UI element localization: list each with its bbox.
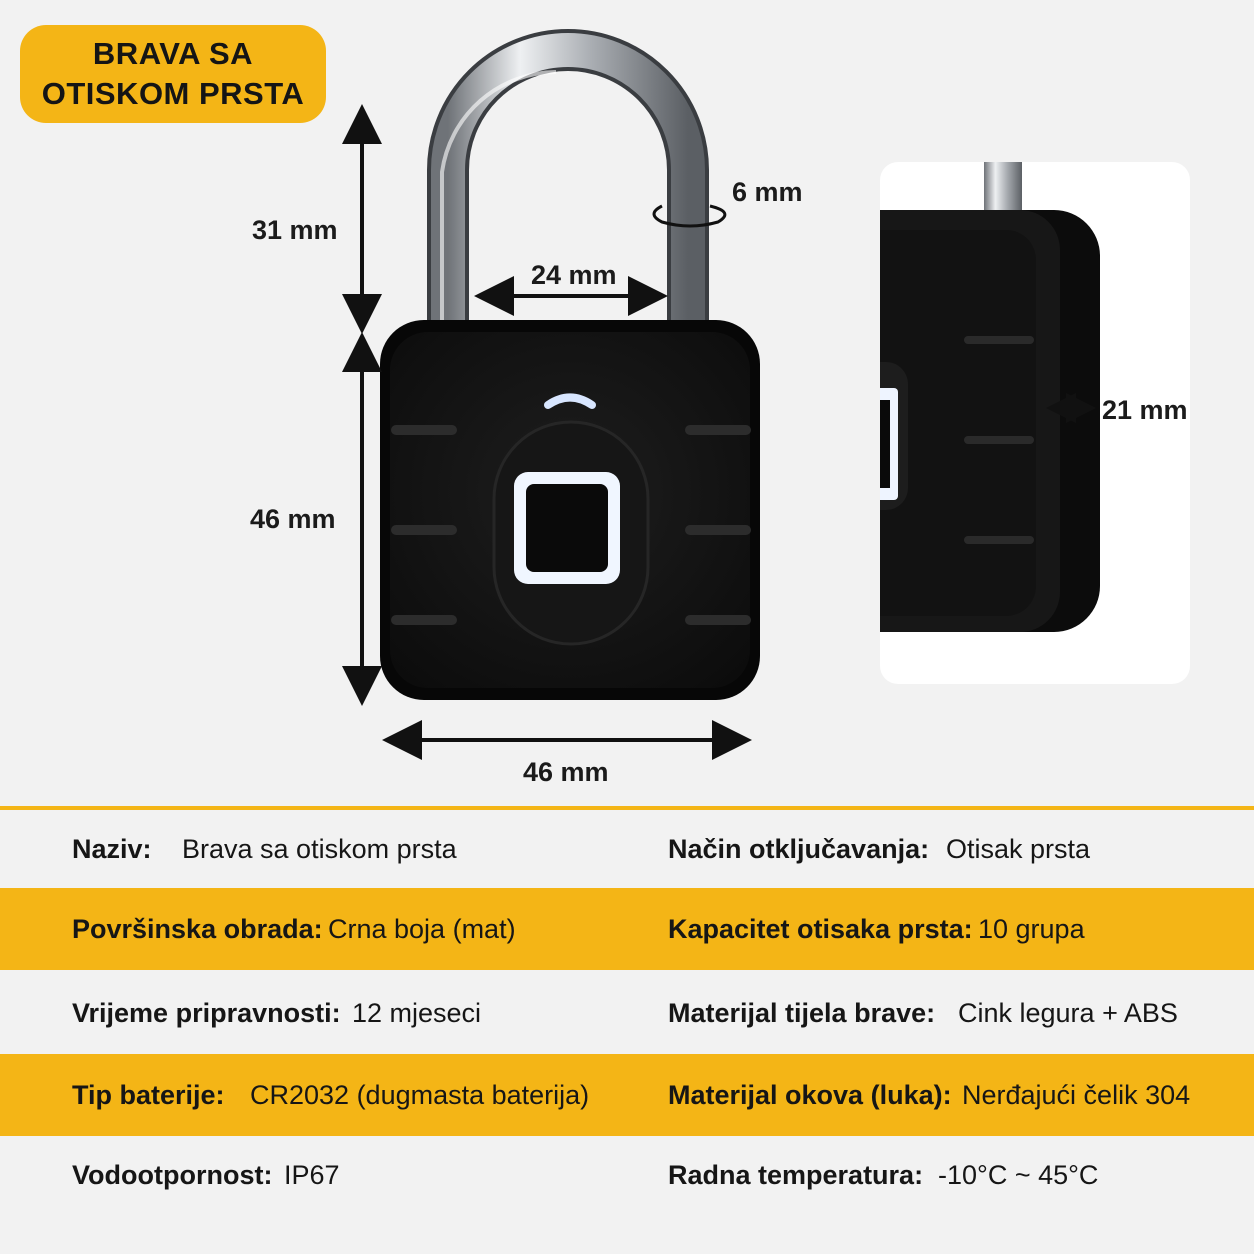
spec-value: -10°C ~ 45°C [938, 1159, 1099, 1190]
spec-value: CR2032 (dugmasta baterija) [250, 1079, 590, 1110]
spec-value: 10 grupa [978, 913, 1085, 944]
title-badge: BRAVA SA OTISKOM PRSTA [20, 25, 326, 123]
shackle-height-label: 31 mm [252, 215, 338, 245]
lock-body [380, 320, 760, 700]
spec-row: Vrijeme pripravnosti: 12 mjeseci Materij… [0, 972, 1254, 1054]
padlock-side-view [880, 162, 1100, 632]
spec-divider [0, 806, 1254, 810]
spec-label: Naziv: [72, 833, 152, 864]
body-height-label: 46 mm [250, 504, 336, 534]
spec-label: Vrijeme pripravnosti: [72, 997, 341, 1028]
spec-value: 12 mjeseci [352, 997, 482, 1028]
title-line-2: OTISKOM PRSTA [41, 76, 305, 111]
side-view-card [880, 162, 1190, 684]
body-grooves [391, 425, 751, 625]
shackle-diameter-label: 6 mm [732, 177, 803, 207]
spec-value: Cink legura + ABS [958, 997, 1178, 1028]
spec-row: Tip baterije: CR2032 (dugmasta baterija)… [0, 1054, 1254, 1136]
spec-label: Površinska obrada: [72, 913, 323, 944]
body-width-label: 46 mm [523, 757, 609, 787]
body-thickness-label: 21 mm [1102, 395, 1188, 425]
padlock-illustration [342, 29, 760, 760]
shackle-width-label: 24 mm [531, 260, 617, 290]
shackle [427, 29, 709, 340]
spec-value: Brava sa otiskom prsta [182, 833, 457, 864]
led-indicator [544, 393, 596, 409]
spec-label: Materijal okova (luka): [668, 1079, 952, 1110]
spec-label: Vodootpornost: [72, 1159, 273, 1190]
spec-value: Crna boja (mat) [328, 913, 516, 944]
fingerprint-sensor [526, 484, 608, 572]
spec-row: Površinska obrada: Crna boja (mat) Kapac… [0, 888, 1254, 970]
spec-value: Otisak prsta [946, 833, 1091, 864]
spec-row: Naziv: Brava sa otiskom prsta Način otkl… [0, 808, 1254, 890]
spec-label: Način otključavanja: [668, 833, 930, 864]
spec-label: Materijal tijela brave: [668, 997, 936, 1028]
spec-label: Tip baterije: [72, 1079, 225, 1110]
dimension-arrows [342, 104, 752, 760]
spec-label: Kapacitet otisaka prsta: [668, 913, 973, 944]
spec-value: IP67 [284, 1159, 340, 1190]
spec-label: Radna temperatura: [668, 1159, 924, 1190]
spec-row: Vodootpornost: IP67 Radna temperatura: -… [0, 1134, 1254, 1216]
title-line-1: BRAVA SA [92, 36, 254, 71]
spec-value: Nerđajući čelik 304 [962, 1079, 1191, 1110]
